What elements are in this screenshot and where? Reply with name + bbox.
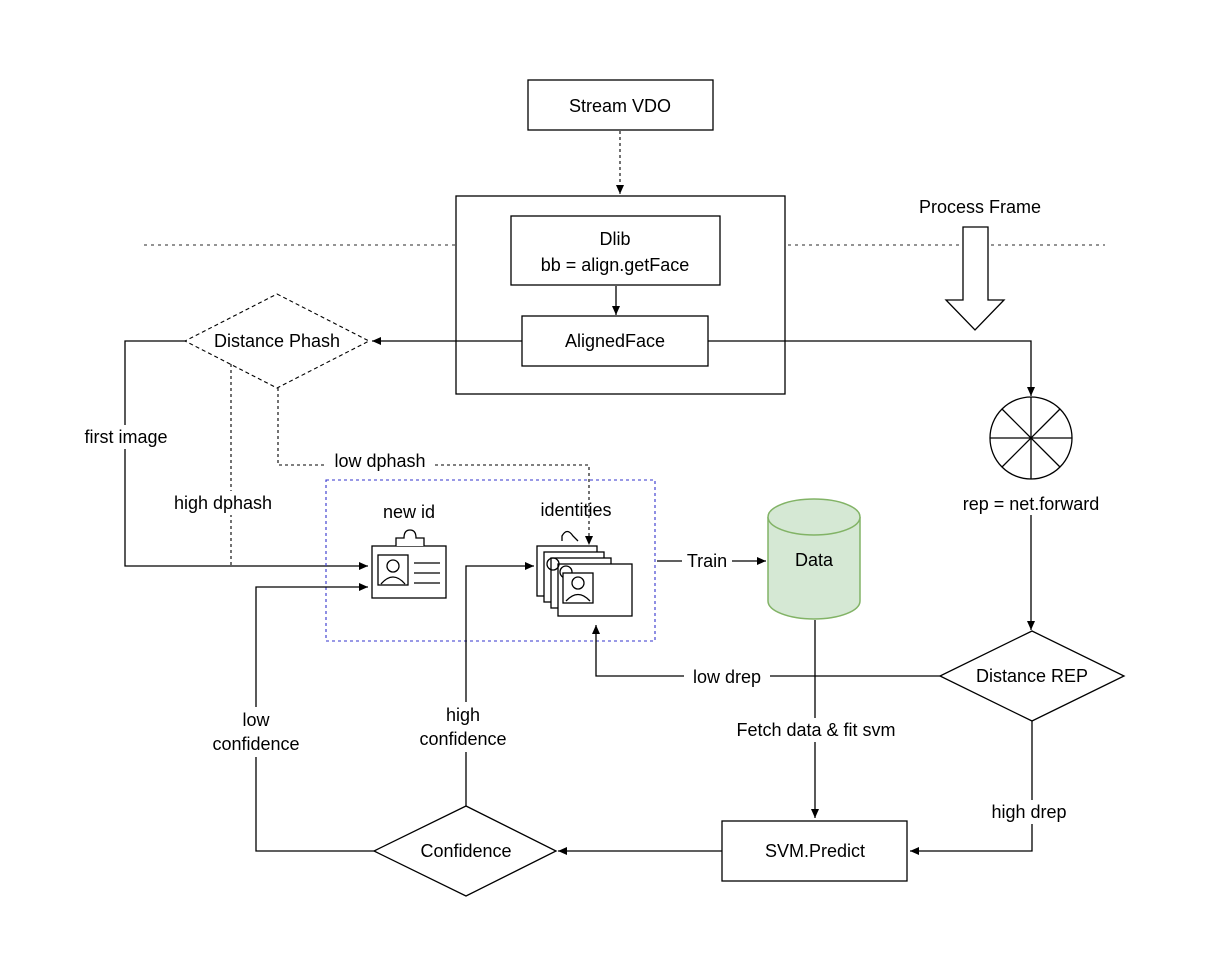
dlib-code-label: bb = align.getFace [541, 255, 690, 275]
rep-label: rep = net.forward [963, 494, 1100, 514]
high-dphash-label: high dphash [174, 493, 272, 513]
svm-predict-label: SVM.Predict [765, 841, 865, 861]
new-id-label: new id [383, 502, 435, 522]
first-image-label: first image [84, 427, 167, 447]
distance-rep-decision[interactable]: Distance REP [938, 630, 1126, 722]
identities-label: identities [540, 500, 611, 520]
net-forward-wheel-icon[interactable] [989, 396, 1073, 480]
identities-stack-icon[interactable] [536, 530, 633, 617]
distance-rep-label: Distance REP [976, 666, 1088, 686]
edge-low-drep [592, 625, 940, 677]
data-store[interactable]: Data [767, 498, 861, 620]
distance-phash-decision[interactable]: Distance Phash [183, 293, 371, 389]
low-confidence-label-2: confidence [212, 734, 299, 754]
dlib-label: Dlib [599, 229, 630, 249]
low-dphash-label: low dphash [334, 451, 425, 471]
confidence-decision[interactable]: Confidence [372, 805, 558, 897]
stream-vdo-label: Stream VDO [569, 96, 671, 116]
fetch-data-label: Fetch data & fit svm [736, 720, 895, 740]
low-drep-label: low drep [693, 667, 761, 687]
aligned-face-node[interactable]: AlignedFace [521, 315, 709, 367]
stream-vdo-node[interactable]: Stream VDO [527, 79, 714, 131]
edge-first-image [124, 340, 368, 570]
identity-group [325, 479, 656, 642]
high-confidence-label-1: high [446, 705, 480, 725]
high-confidence-label-2: confidence [419, 729, 506, 749]
data-label: Data [795, 550, 834, 570]
svm-predict-node[interactable]: SVM.Predict [721, 820, 908, 882]
dlib-node[interactable]: Dlib bb = align.getFace [510, 215, 721, 286]
edge-high-confidence [465, 562, 534, 806]
edge-high-drep [910, 721, 1033, 855]
process-frame-label: Process Frame [919, 197, 1041, 217]
edge-aligned-to-net [708, 340, 1035, 396]
confidence-label: Confidence [420, 841, 511, 861]
train-label: Train [687, 551, 727, 571]
distance-phash-label: Distance Phash [214, 331, 340, 351]
id-card-icon[interactable] [371, 529, 447, 599]
edge-low-dphash [277, 388, 593, 545]
high-drep-label: high drep [991, 802, 1066, 822]
low-confidence-label-1: low [242, 710, 270, 730]
aligned-face-label: AlignedFace [565, 331, 665, 351]
process-frame-arrow [944, 226, 1006, 331]
